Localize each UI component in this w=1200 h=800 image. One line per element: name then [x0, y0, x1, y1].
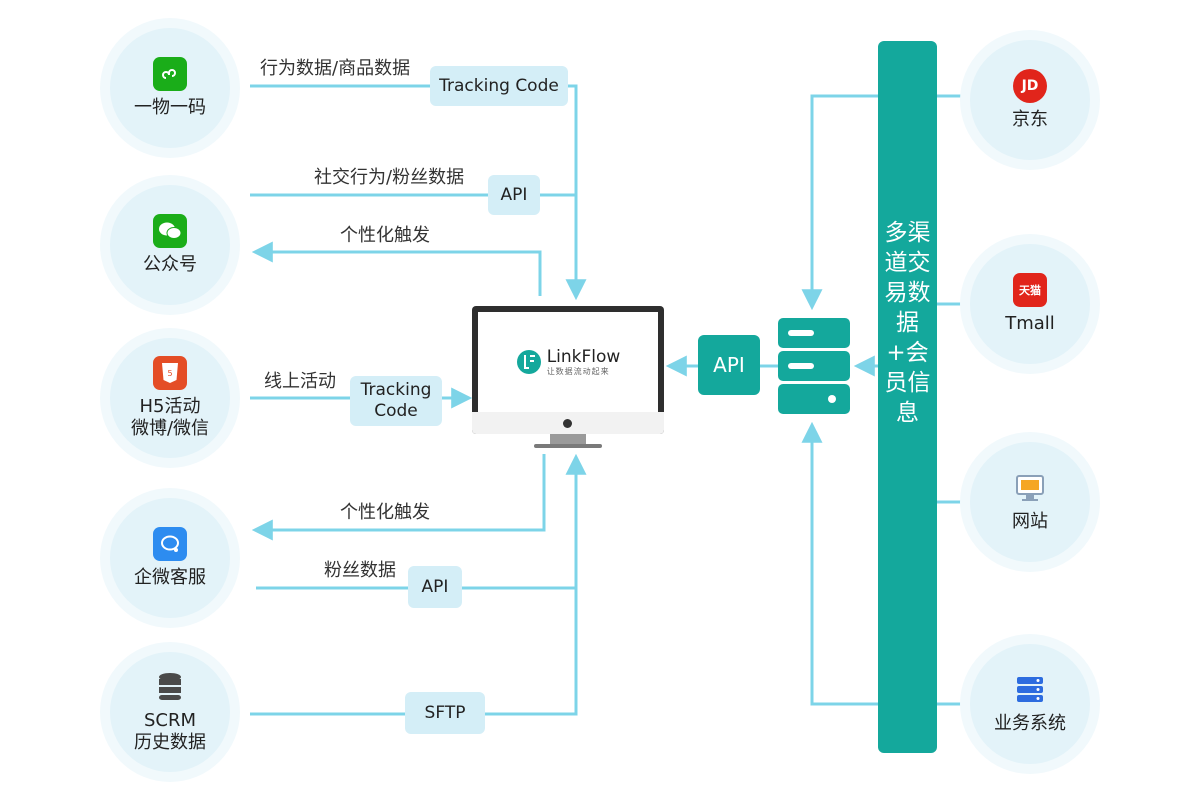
node-label: 京东 — [1012, 109, 1048, 130]
svg-text:5: 5 — [167, 369, 172, 378]
center-api-box: API — [698, 335, 760, 395]
mini-program-icon — [153, 57, 187, 91]
tag-sftp: SFTP — [405, 692, 485, 734]
linkflow-logo-icon — [516, 350, 541, 374]
node-business-system: 业务系统 — [970, 644, 1090, 764]
wecom-icon — [153, 527, 187, 561]
linkflow-logo-text: LinkFlow — [546, 346, 621, 367]
website-icon — [1013, 471, 1047, 505]
node-label: SCRM 历史数据 — [134, 710, 206, 753]
monitor-base — [534, 444, 602, 448]
wire-personalized-1 — [251, 241, 542, 296]
node-website: 网站 — [970, 442, 1090, 562]
database-icon — [153, 670, 187, 704]
channel-bar-text: 多渠道交易数据+会员信息 — [884, 220, 931, 426]
node-jd: JD 京东 — [970, 40, 1090, 160]
monitor-chin — [472, 412, 664, 434]
tag-tracking-code-1: Tracking Code — [430, 66, 568, 106]
node-label: H5活动 微博/微信 — [130, 396, 210, 439]
channel-bar — [878, 41, 937, 753]
server-icon — [778, 318, 850, 414]
linkflow-logo: LinkFlow 让数据流动起来 — [516, 346, 621, 377]
node-label: Tmall — [1005, 313, 1055, 334]
wire-sftp — [250, 453, 587, 716]
monitor-display: LinkFlow 让数据流动起来 — [478, 312, 658, 412]
tag-api-2: API — [408, 566, 462, 608]
jd-icon: JD — [1013, 69, 1047, 103]
node-label: 网站 — [1012, 511, 1048, 532]
camera-icon — [563, 419, 572, 428]
node-scrm-history: SCRM 历史数据 — [110, 652, 230, 772]
flow-label-social-fans: 社交行为/粉丝数据 — [314, 167, 465, 188]
node-label: 业务系统 — [994, 713, 1066, 734]
node-h5-activity: 5 H5活动 微博/微信 — [110, 338, 230, 458]
tmall-icon: 天猫 — [1013, 273, 1047, 307]
tag-tracking-code-2: Tracking Code — [350, 376, 442, 426]
business-system-icon — [1013, 673, 1047, 707]
flow-label-personalized-1: 个性化触发 — [340, 225, 430, 246]
linkflow-logo-tagline: 让数据流动起来 — [546, 366, 610, 376]
node-official-account: 公众号 — [110, 185, 230, 305]
tag-api-1: API — [488, 175, 540, 215]
flow-label-online-activity: 线上活动 — [264, 371, 336, 392]
flow-label-behavior-product: 行为数据/商品数据 — [260, 58, 411, 79]
node-label: 企微客服 — [134, 567, 206, 588]
node-label: 一物一码 — [134, 97, 206, 118]
node-tmall: 天猫 Tmall — [970, 244, 1090, 364]
flow-label-personalized-2: 个性化触发 — [340, 502, 430, 523]
flow-label-fans-data: 粉丝数据 — [324, 560, 396, 581]
linkflow-monitor: LinkFlow 让数据流动起来 — [472, 306, 664, 450]
wechat-icon — [153, 214, 187, 248]
wire-personalized-2 — [251, 454, 546, 541]
html5-icon: 5 — [153, 356, 187, 390]
monitor-stand — [550, 434, 586, 446]
node-label: 公众号 — [143, 254, 197, 275]
node-one-item-one-code: 一物一码 — [110, 28, 230, 148]
node-wecom-service: 企微客服 — [110, 498, 230, 618]
wire-behavior — [250, 84, 587, 301]
